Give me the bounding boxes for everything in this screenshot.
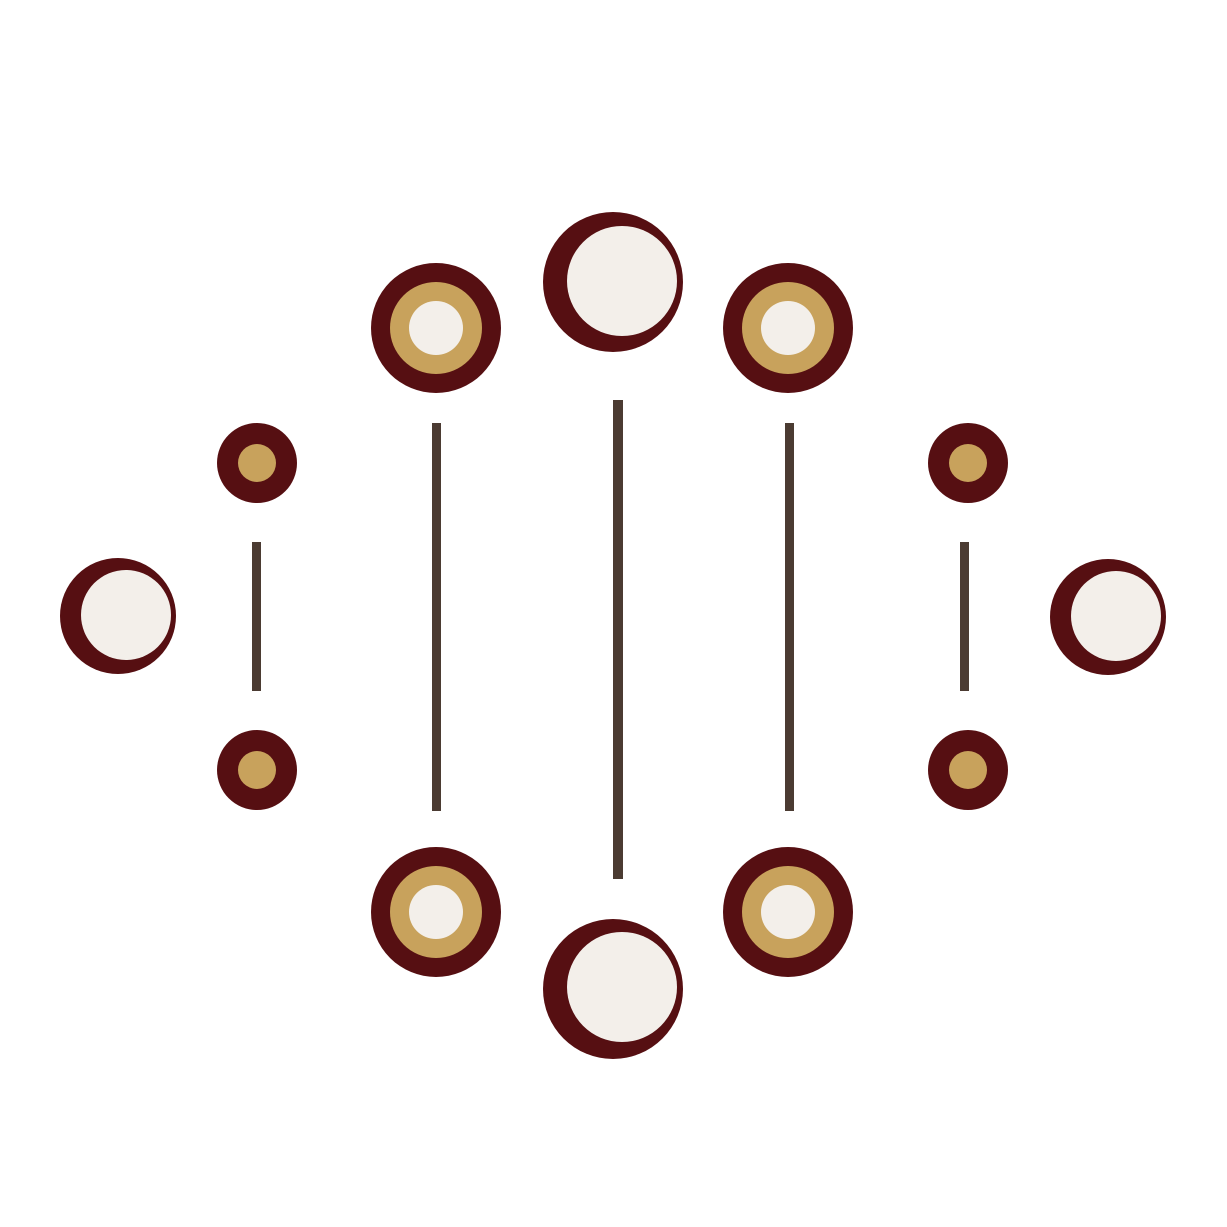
dot-circle-icon — [928, 423, 1008, 503]
dot-circle-icon — [217, 730, 297, 810]
ring-circle-icon — [371, 263, 501, 393]
ring-circle-icon — [723, 263, 853, 393]
rung-center — [613, 400, 623, 879]
dot-circle-icon — [217, 423, 297, 503]
rungs — [252, 400, 969, 879]
ring-circle-icon — [371, 847, 501, 977]
crescent-circle-icon — [1050, 559, 1166, 675]
crescent-circle-icon — [543, 212, 683, 352]
rung-right-short — [960, 542, 969, 691]
ring-circle-icon — [723, 847, 853, 977]
ringed-nodes — [371, 263, 853, 977]
rung-left-long — [432, 423, 441, 811]
crescent-circle-icon — [543, 919, 683, 1059]
dot-circle-icon — [928, 730, 1008, 810]
crescent-circle-icon — [60, 558, 176, 674]
crescent-nodes — [60, 212, 1166, 1059]
rung-right-long — [785, 423, 794, 811]
rung-left-short — [252, 542, 261, 691]
small-nodes — [217, 423, 1008, 810]
